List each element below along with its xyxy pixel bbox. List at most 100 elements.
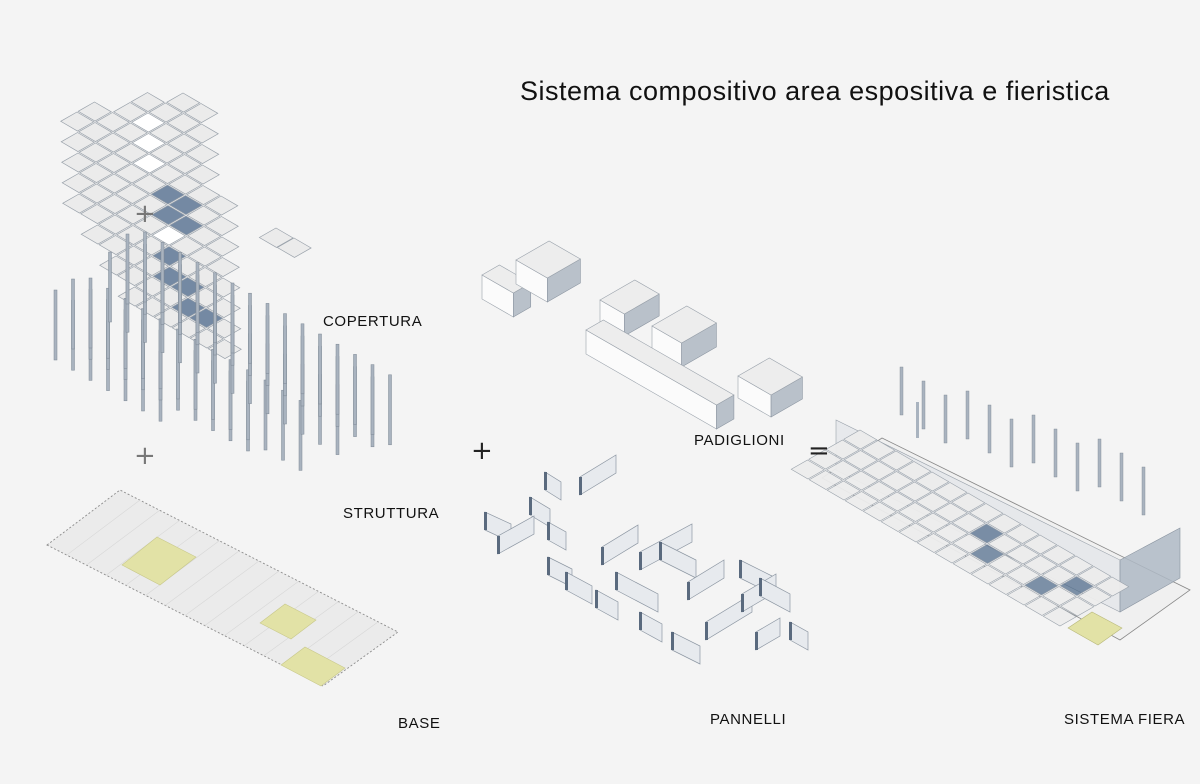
panel-edge — [741, 594, 744, 612]
fiera-roof-tile — [843, 429, 878, 450]
panel — [639, 611, 663, 643]
roof-tile — [61, 173, 96, 193]
fiera-roof-tile — [880, 491, 915, 512]
panel-edge — [759, 578, 762, 596]
roof-tile — [184, 103, 219, 123]
fiera-roof-tile — [826, 460, 861, 480]
panel-edge — [705, 622, 708, 640]
roof-tile — [169, 236, 204, 256]
roof-tile — [132, 153, 167, 174]
panel-edge — [595, 590, 598, 608]
column — [213, 272, 217, 344]
roof-tile — [205, 257, 240, 277]
fiera-roof-tile — [951, 513, 986, 533]
column — [141, 308, 145, 379]
column — [283, 313, 287, 384]
fiera-roof-tile — [970, 564, 1005, 585]
roof-tile — [149, 143, 184, 164]
fiera-roof-tile — [970, 544, 1005, 564]
fiera-roof-tile — [1077, 566, 1112, 586]
roof-tile — [61, 152, 96, 173]
fiera-roof-tile — [1059, 576, 1094, 596]
pavilion-face — [515, 240, 581, 279]
fiera-roof-tile — [897, 481, 932, 502]
fiera-roof-tile — [1006, 565, 1041, 585]
fiera-column — [1053, 428, 1058, 478]
column — [265, 303, 270, 374]
fiera-roof-tile — [808, 449, 843, 470]
roof-tile — [96, 132, 131, 153]
base-grid-line — [86, 510, 160, 566]
fiera-roof-tile — [969, 523, 1004, 544]
roof-tile — [115, 184, 150, 204]
roof-tile — [186, 185, 221, 205]
base-slab — [46, 489, 399, 687]
roof-tile — [149, 123, 184, 143]
roof-tile — [79, 183, 114, 204]
fiera-roof-tile — [916, 533, 951, 553]
roof-tile — [148, 102, 183, 123]
column — [248, 292, 252, 364]
column — [71, 278, 75, 350]
base-yellow-area — [121, 536, 197, 586]
label-struttura: STRUTTURA — [343, 505, 440, 522]
fiera-roof-tile — [915, 492, 950, 512]
panel-edge — [497, 536, 500, 554]
panel — [601, 524, 639, 566]
column — [353, 354, 357, 425]
plus-sign: + — [134, 199, 156, 229]
fiera-roof-tile — [1024, 596, 1059, 616]
fiera-roof-tile — [987, 513, 1022, 534]
label-copertura: COPERTURA — [323, 313, 423, 330]
roof-tile — [185, 164, 220, 185]
label-base: BASE — [398, 715, 441, 732]
fiera-column — [1119, 452, 1124, 502]
column — [211, 349, 215, 420]
equals-sign: = — [808, 436, 830, 466]
panel-edge — [544, 472, 547, 490]
column — [143, 231, 147, 303]
fiera-roof-tile — [988, 554, 1023, 575]
column — [281, 389, 285, 461]
panel-edge — [601, 547, 604, 565]
roof-tile — [133, 215, 168, 235]
panel — [671, 631, 701, 665]
pavilion-face — [651, 305, 717, 344]
fiera-roof-tile — [1005, 524, 1040, 544]
fiera-column — [921, 380, 926, 430]
fiera-roof-tile — [952, 533, 987, 554]
fiera-roof-tile — [916, 512, 951, 533]
fiera-roof-tile — [969, 503, 1004, 523]
panel — [755, 617, 781, 651]
roof-tile — [79, 163, 114, 183]
fiera-roof-tile — [862, 481, 897, 501]
panel-edge — [659, 542, 662, 560]
panel — [547, 521, 567, 551]
fiera-volume — [1119, 527, 1181, 613]
column — [160, 241, 165, 313]
fiera-roof-tile — [1024, 575, 1059, 596]
column — [195, 262, 200, 333]
column — [123, 298, 128, 369]
roof-tile — [258, 227, 294, 248]
roof-tile — [184, 123, 219, 144]
fiera-roof-tile — [1059, 555, 1094, 576]
roof-tile — [151, 205, 186, 225]
struttura-columns — [53, 231, 392, 471]
roof-tile — [204, 195, 239, 216]
fiera-roof-tile — [844, 491, 879, 511]
fiera-roof-tile — [952, 554, 987, 574]
roof-tile — [113, 122, 148, 143]
roof-tile — [97, 173, 132, 194]
panel-edge — [615, 572, 618, 590]
roof-tile — [187, 246, 222, 267]
column — [88, 277, 93, 349]
panel-edge — [671, 632, 674, 650]
fiera-roof-tile — [898, 502, 933, 522]
panel-edge — [579, 477, 582, 495]
base-grid-line — [224, 581, 299, 636]
column — [158, 318, 163, 390]
fiera-roof-tile — [808, 470, 843, 490]
plus-sign: + — [134, 441, 156, 471]
fiera-column — [916, 402, 919, 438]
